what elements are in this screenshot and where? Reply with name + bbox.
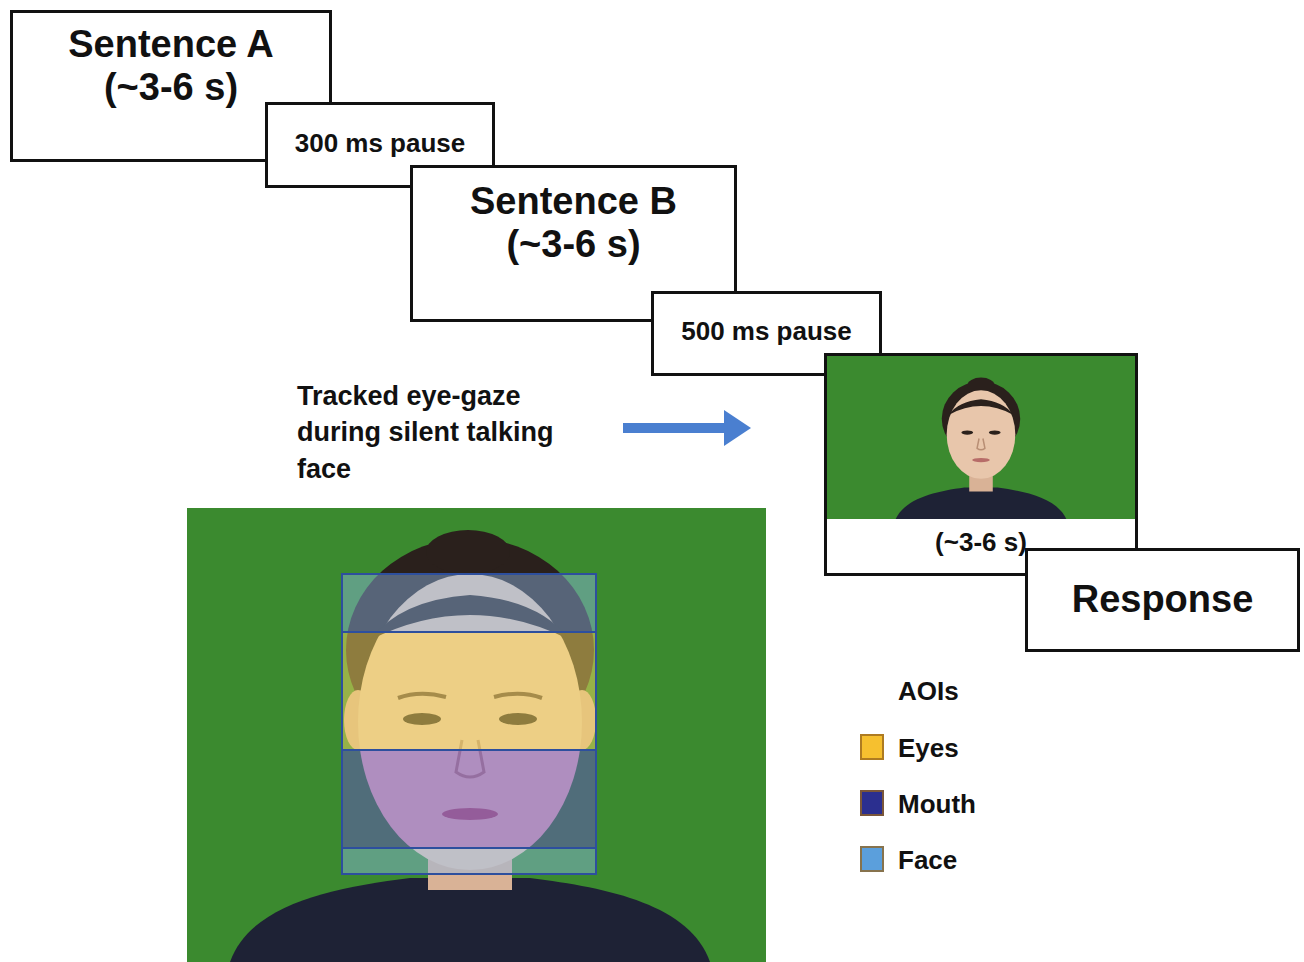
stage-label: Sentence B (~3-6 s) [449, 180, 699, 265]
legend-row: Mouth [860, 789, 976, 819]
legend-row: Eyes [860, 733, 959, 763]
mouth [972, 458, 990, 462]
aoi-divider [342, 847, 596, 849]
legend-label: Mouth [898, 789, 976, 819]
aoi-overlays [342, 574, 596, 874]
green-screen [827, 356, 1135, 519]
face-aoi-bottom [342, 848, 596, 874]
video-frame-box: (~3-6 s) [824, 353, 1138, 576]
eyes-aoi [342, 632, 596, 750]
legend-title: AOIs [898, 674, 1018, 709]
legend-swatch [860, 846, 884, 872]
legend-label: Eyes [898, 733, 959, 763]
stage-label: Sentence A (~3-6 s) [46, 23, 296, 108]
eye [989, 430, 1001, 434]
nose [977, 438, 985, 449]
stage-label: 300 ms pause [275, 129, 485, 158]
shirt [230, 878, 710, 962]
face-skin [947, 390, 1016, 478]
stage-box: Response [1025, 548, 1300, 652]
hair-bun [426, 530, 510, 574]
legend-swatch [860, 734, 884, 760]
legend-swatch [860, 790, 884, 816]
shirt [896, 488, 1067, 519]
legend-row: Face [860, 845, 957, 875]
stage-label: Response [1035, 578, 1290, 621]
pointer-arrow-head [724, 410, 751, 446]
mouth-aoi [342, 750, 596, 848]
aoi-divider [342, 749, 596, 751]
hairline [949, 399, 1014, 415]
legend-title-holder: AOIs [898, 674, 1018, 709]
face-aoi-outline [342, 574, 596, 874]
face-photo [187, 508, 766, 962]
face-aoi-top [342, 574, 596, 632]
legend-label: Face [898, 845, 957, 875]
pointer-arrow-shaft [623, 423, 728, 433]
aoi-divider [342, 631, 596, 633]
annotation-text: Tracked eye-gaze during silent talking f… [297, 378, 597, 487]
annotation-text-holder: Tracked eye-gaze during silent talking f… [297, 378, 597, 487]
green-screen [187, 508, 766, 962]
talking-face-photo [827, 356, 1135, 519]
stage-label: 500 ms pause [661, 317, 872, 346]
eye [961, 430, 973, 434]
